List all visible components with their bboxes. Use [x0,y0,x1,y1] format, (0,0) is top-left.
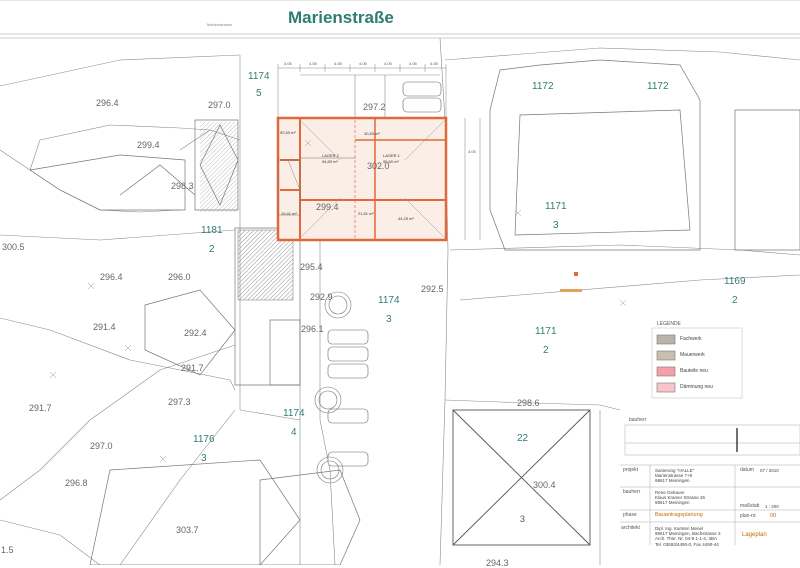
survey-markers [49,139,627,463]
elevation-label: 291.7 [29,403,52,413]
hatched-structure-left [237,229,294,301]
elevation-label: 294.3 [486,558,509,568]
elevation-label: 296.0 [168,272,191,282]
room-area: 92,53 m² [280,130,296,135]
room-area: 30,83 m² [364,131,380,136]
marker-label [560,289,582,292]
room-area: 94,83 m² [322,159,338,164]
titleblock-architekt-label: architekt [621,525,640,531]
room-label-lager1: LAGER 1 [383,153,400,158]
elevation-label: 297.3 [168,397,191,407]
legend-swatches [656,334,676,393]
titleblock-bauherr-value: Rene Gebauer Klaus Kramer Strasse 26 986… [655,490,706,506]
elevation-label: 291.4 [93,322,116,332]
titleblock-architekt-value: Dipl. Ing. Karsten Menel 98617 Meiningen… [655,526,721,547]
titleblock-phase-value: Bauantragsplanung [655,512,703,518]
parcel-label: 3 [520,514,526,524]
legend-title: LEGENDE [657,321,681,327]
elevation-label: 296.8 [65,478,88,488]
titleblock-plan-title: Lageplan [742,532,767,538]
elevation-label: 298.3 [171,181,194,191]
elevation-label: 297.0 [208,100,231,110]
elevation-label: 292.5 [421,284,444,294]
elevation-label: 1.5 [1,545,14,555]
dimension-label: 4.05 [334,61,342,66]
elevation-label: 300.4 [533,480,556,490]
dimension-label: 4.05 [309,61,317,66]
elevation-label: 298.6 [517,398,540,408]
parcel-label: 1172 [647,81,669,92]
titleblock-phase-label: phase [623,512,637,518]
titleblock-datum-value: 07 / 2010 [760,468,779,473]
titleblock-projekt-label: projekt [623,467,639,473]
elevation-label: 297.2 [363,102,386,112]
titleblock-plan-nr-label: plan-nr. [740,513,757,519]
titleblock-projekt-value: Sanierung "HALLE" Marienstrasse 7+8 9861… [655,468,695,484]
legend-item-daemmung-neu: Dämmung neu [680,384,713,390]
room-label-lager2: LAGER 2 [322,153,339,158]
elevation-label: 291.7 [181,363,204,373]
legend-item-bauteile-neu: Bauteile neu [680,368,708,374]
elevation-label: 296.4 [96,98,119,108]
neighbour-buildings [29,59,800,565]
street-name-small: Marienstrasse [207,22,233,27]
project-building [276,116,448,242]
room-area: 95,60 m² [383,159,399,164]
room-area: 21,51 m² [358,211,374,216]
elevation-label: 299.4 [316,202,339,212]
dimension-label: 4.05 [359,61,367,66]
dimension-label: 4.05 [284,61,292,66]
elevation-label: 303.7 [176,525,199,535]
legend-frame [651,327,743,399]
dimension-label: 4.05 [409,61,417,66]
elevation-label: 296.1 [301,324,324,334]
building-22 [452,409,591,546]
elevation-label: 292.4 [184,328,207,338]
elevation-label: 300.5 [2,242,25,252]
parcel-label: 22 [517,433,529,444]
dimension-chain-top [277,64,481,240]
street-marienstrasse [0,0,800,39]
dimension-label: 4.05 [468,149,476,154]
room-area: 44,25 m² [398,216,414,221]
elevation-label: 296.4 [100,272,123,282]
parcel-label: 1172 [532,81,554,92]
room-area: 19,41 m² [281,211,297,216]
title-block [620,424,800,545]
dimension-label: 4.05 [384,61,392,66]
parked-cars [327,81,442,467]
street-name: Marienstraße [288,8,394,27]
driveway [300,74,440,565]
titleblock-plan-nr-value: 00 [770,513,777,519]
titleblock-massstab-value: 1 : 200 [765,504,779,509]
legend-item-fachwerk: Fachwerk [680,336,702,342]
titleblock-massstab-label: maßstab [740,503,760,509]
marker-small [574,272,578,276]
trees [314,291,352,484]
dimension-label: 4.05 [430,61,438,66]
titleblock-datum-label: datum [740,467,754,473]
hatched-structure-top [200,122,238,212]
elevation-label: 292.9 [310,292,333,302]
elevation-label: 295.4 [300,262,323,272]
titleblock-bauherr-header: bauherr [629,417,647,423]
elevation-label: 302.0 [367,161,390,171]
legend-item-mauerwerk: Mauerwerk [680,352,705,358]
elevation-label: 297.0 [90,441,113,451]
titleblock-bauherr-label: bauherr [623,489,641,495]
elevation-label: 299.4 [137,140,160,150]
